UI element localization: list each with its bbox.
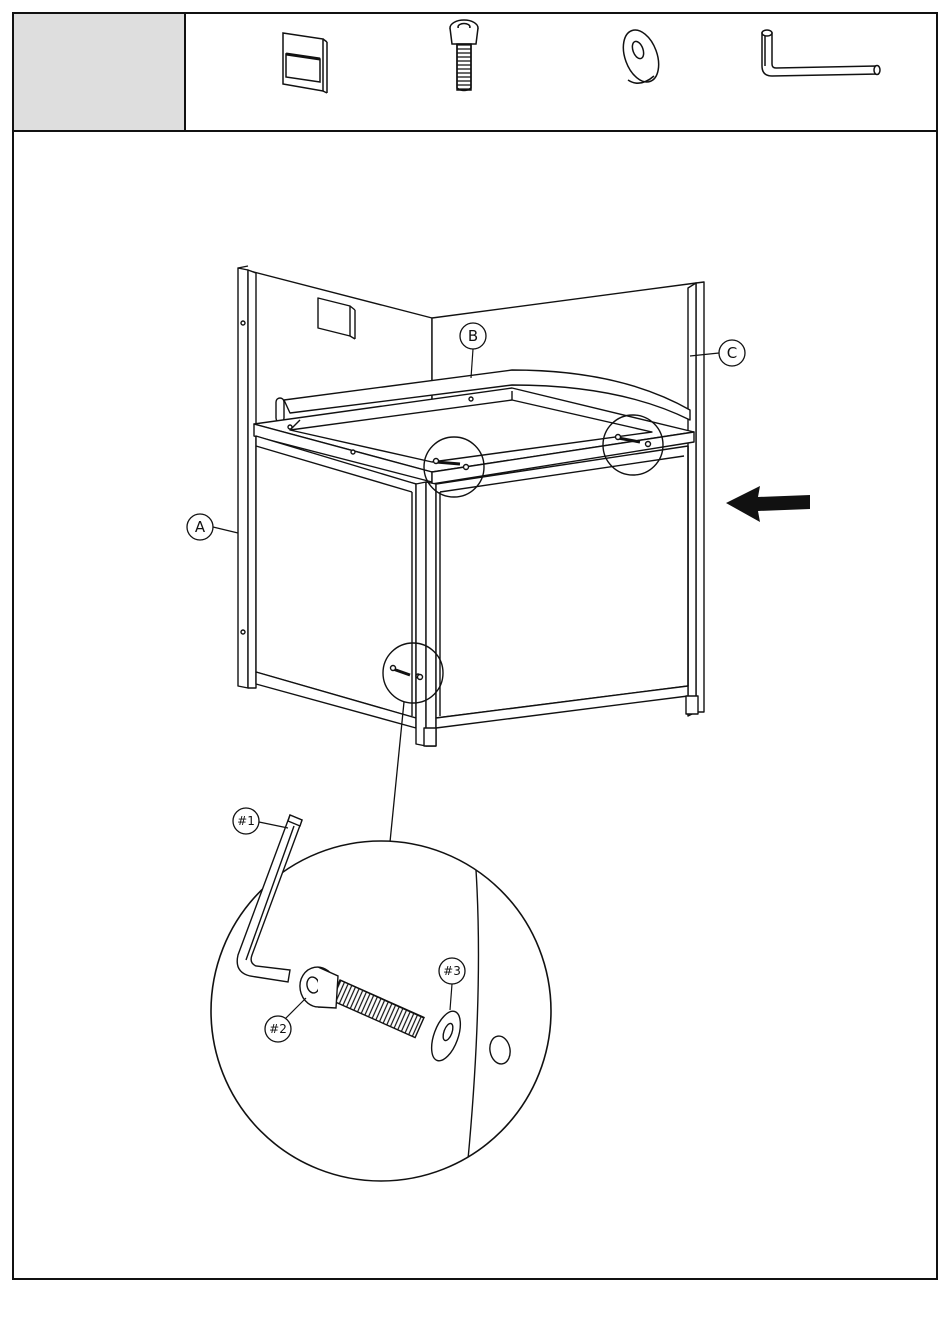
label-a: A [187, 514, 238, 540]
label-part-2-text: #2 [269, 1022, 287, 1036]
label-c-text: C [727, 344, 737, 362]
panel-c-edge [696, 282, 704, 712]
label-part-1: #1 [233, 808, 288, 834]
front-corner-post [416, 482, 426, 746]
washer-icon [617, 25, 666, 87]
label-part-3-text: #3 [443, 964, 461, 978]
label-part-1-text: #1 [237, 814, 255, 828]
panel-a-edge [238, 268, 248, 688]
label-a-text: A [195, 518, 206, 536]
allen-key-icon [762, 30, 880, 76]
zoom-detail [211, 815, 551, 1181]
front-left-face [256, 436, 416, 718]
direction-arrow-icon [726, 486, 810, 522]
bracket-icon [283, 33, 327, 93]
label-b-text: B [468, 327, 478, 345]
bolt-icon [450, 20, 478, 91]
